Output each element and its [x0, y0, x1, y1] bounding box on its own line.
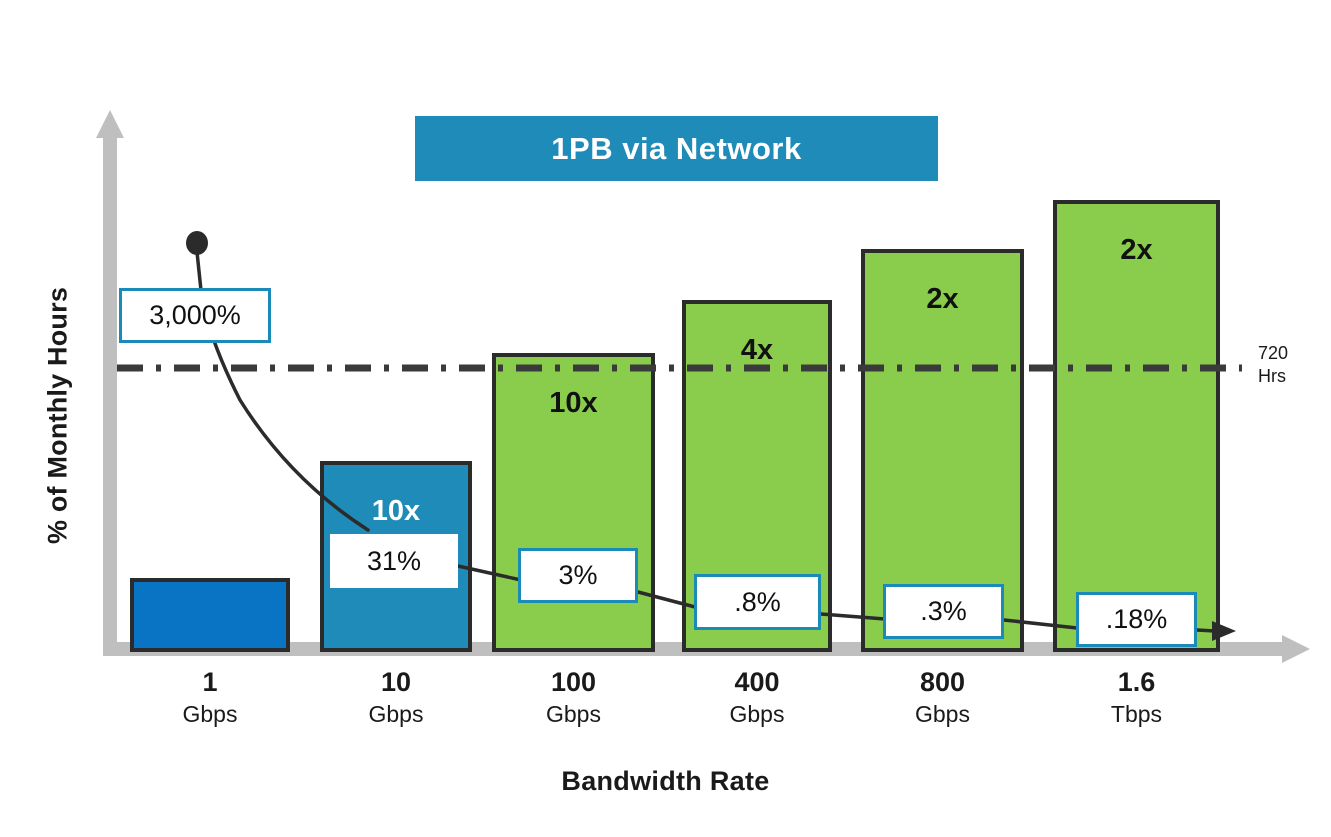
reference-line: [117, 364, 1242, 372]
x-tick-number: 800: [919, 667, 966, 697]
x-axis-title: Bandwidth Rate: [561, 766, 770, 796]
callout-percent-800-gbps: .3%: [883, 584, 1004, 639]
x-tick-number: 400: [734, 667, 780, 697]
x-axis-arrow-icon: [1282, 635, 1310, 663]
bar-multiplier-label: 2x: [1120, 234, 1153, 266]
x-tick-unit: Gbps: [729, 700, 785, 727]
x-tick-unit: Gbps: [915, 700, 970, 727]
callout-percent-100-gbps: 3%: [518, 548, 638, 603]
bar-1-gbps: [130, 578, 290, 652]
callout-percent-1-6-tbps: .18%: [1076, 592, 1197, 647]
reference-line-label: 720 Hrs: [1258, 342, 1328, 387]
x-tick-unit: Gbps: [182, 700, 238, 727]
callout-marker-dot-icon: [186, 231, 208, 255]
x-tick-unit: Gbps: [546, 700, 601, 727]
x-tick-unit: Gbps: [368, 700, 424, 727]
reference-unit: Hrs: [1258, 365, 1286, 386]
x-tick-number: 1: [202, 667, 218, 697]
callout-percent-1-gbps: 3,000%: [119, 288, 271, 343]
callout-percent-400-gbps: .8%: [694, 574, 821, 630]
y-axis-title: % of Monthly Hours: [42, 286, 73, 545]
bar-100-gbps: 10x: [492, 353, 655, 652]
bar-multiplier-label: 2x: [926, 283, 959, 315]
x-tick-number: 10: [380, 667, 412, 697]
callout-percent-10-gbps: 31%: [330, 534, 458, 588]
reference-value: 720: [1258, 343, 1289, 363]
x-tick-number: 100: [550, 667, 597, 697]
y-axis-arrow-icon: [96, 110, 124, 138]
bar-multiplier-label: 10x: [371, 495, 421, 527]
y-axis-line: [103, 135, 117, 656]
x-tick-number: 1.6: [1117, 667, 1156, 697]
chart-title-banner: 1PB via Network: [415, 116, 938, 181]
bar-1-6-tbps: 2x: [1053, 200, 1220, 652]
chart-title-text: 1PB via Network: [551, 130, 802, 166]
x-tick-unit: Tbps: [1110, 700, 1163, 727]
bar-multiplier-label: 10x: [549, 387, 598, 419]
